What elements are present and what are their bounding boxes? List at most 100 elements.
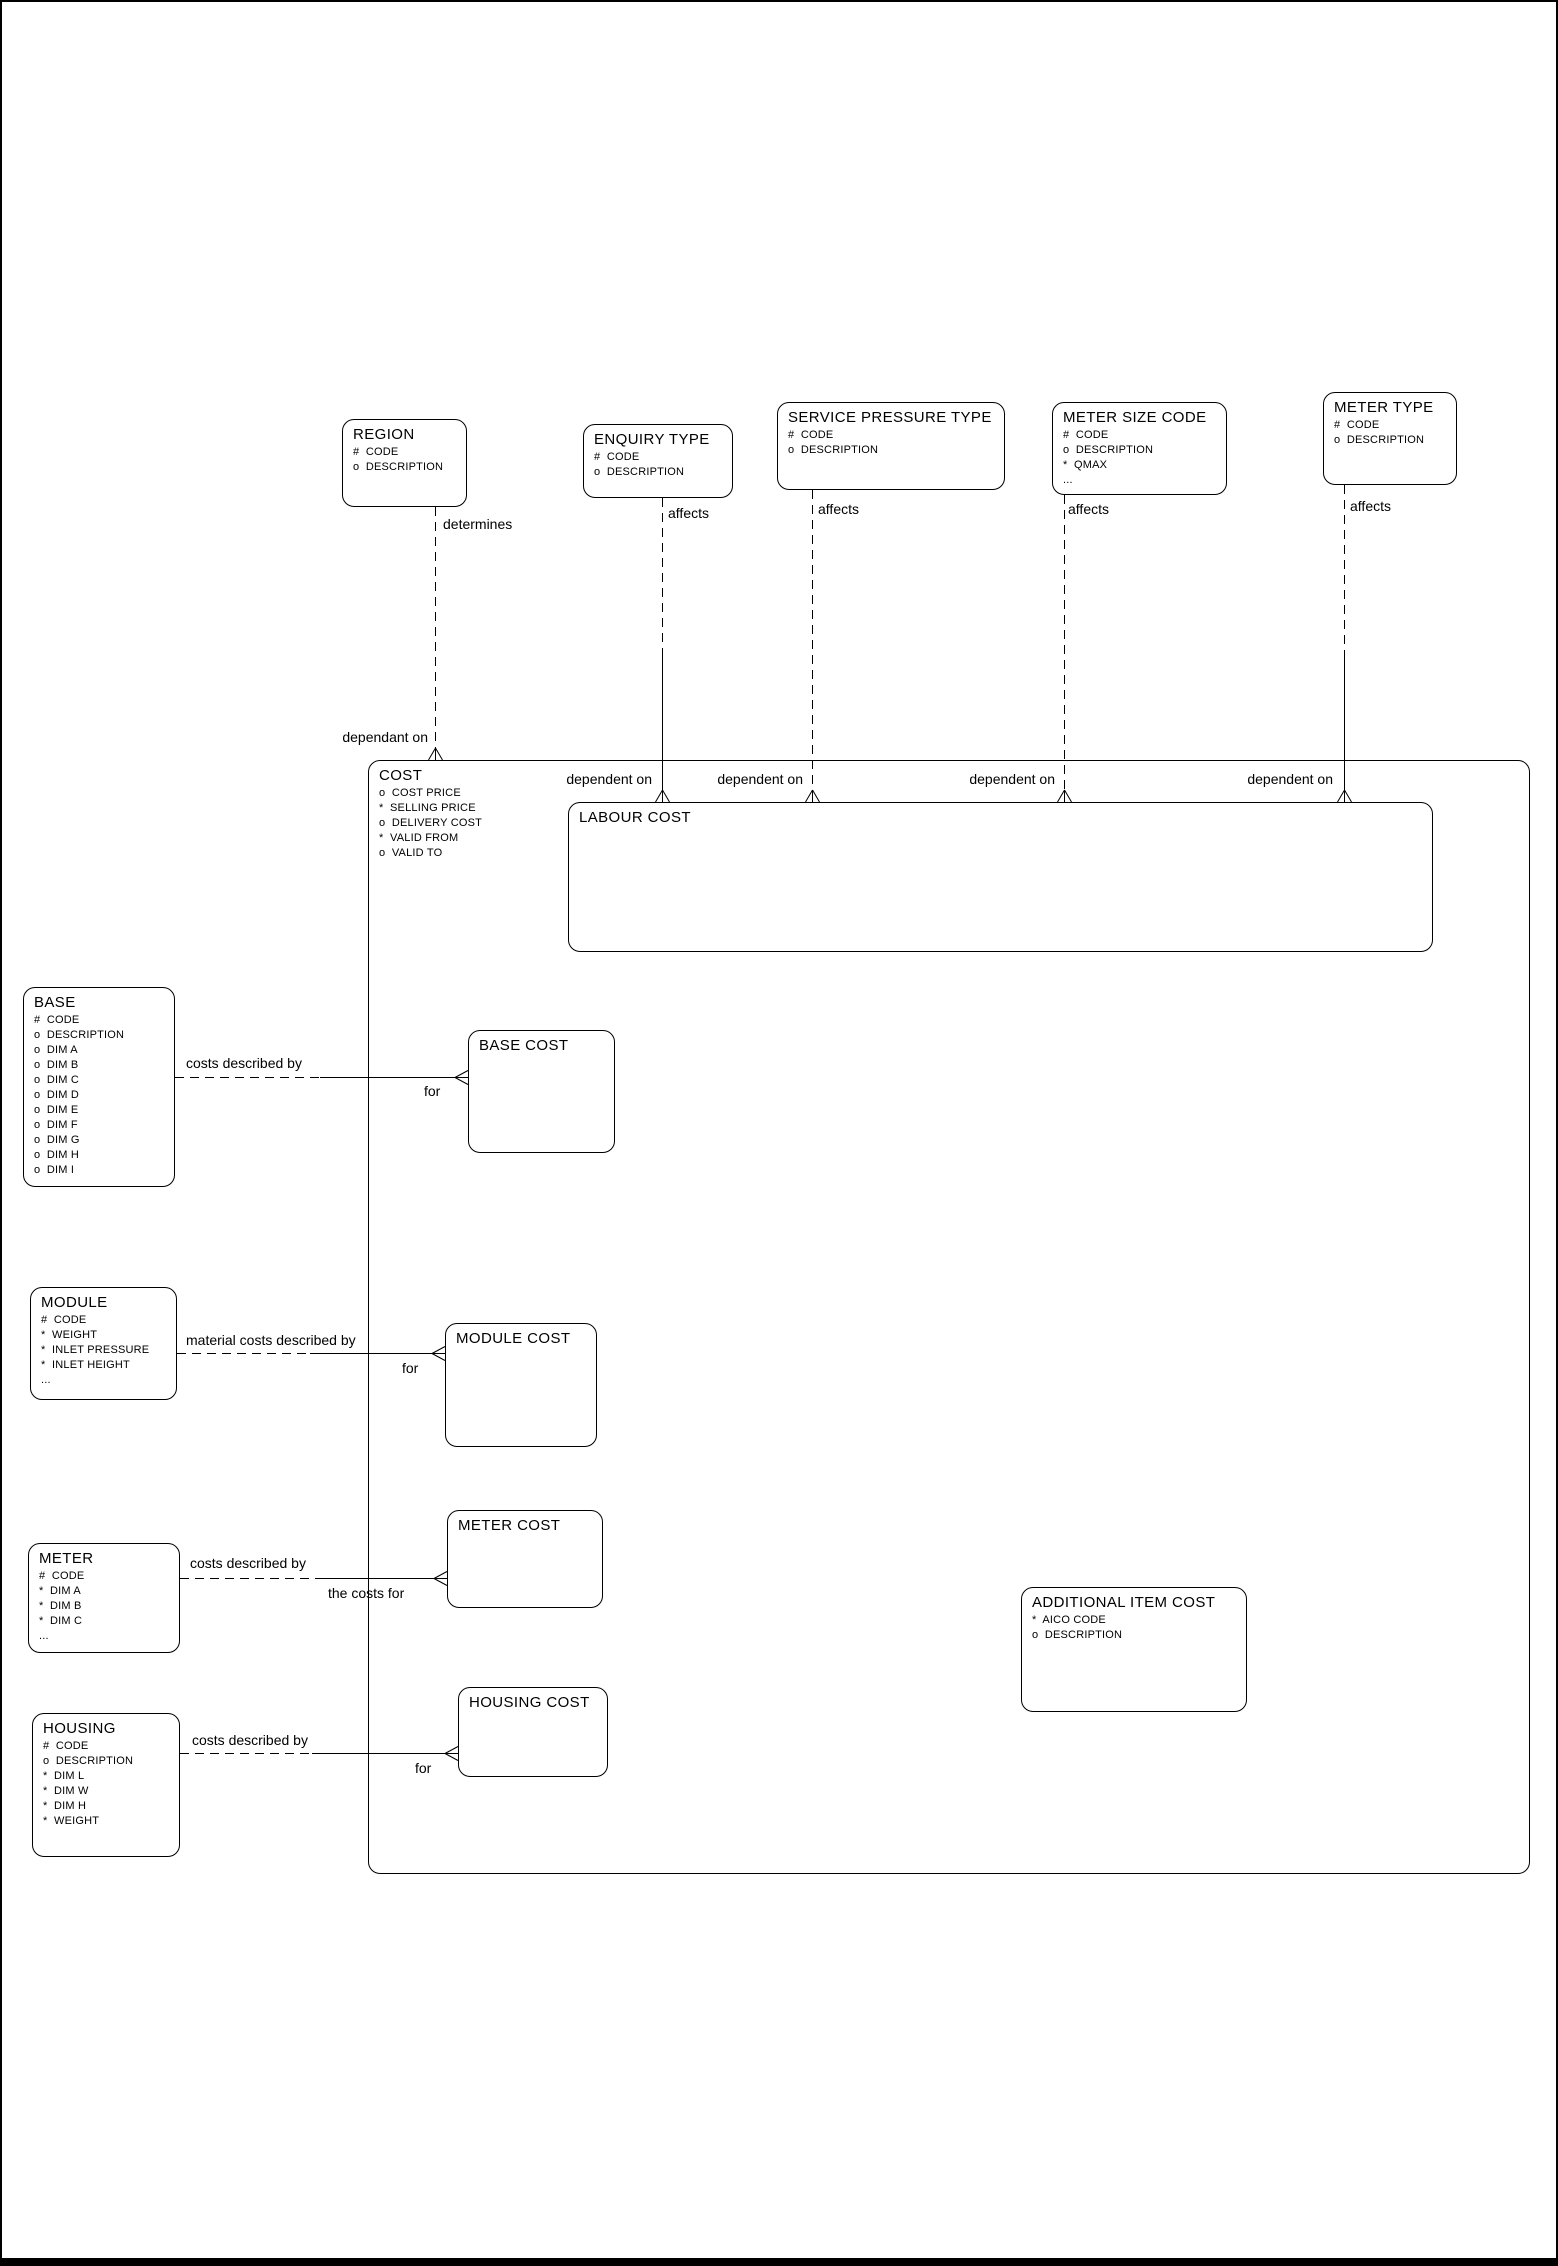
attribute-row: o DESCRIPTION <box>353 461 444 473</box>
relationship-metersize-labour-cost[interactable] <box>1057 495 1072 803</box>
relationship-label: for <box>424 1083 441 1099</box>
attribute-row: o DIM E <box>34 1104 79 1116</box>
entity-title: BASE <box>34 994 76 1011</box>
entity-title: METER TYPE <box>1334 399 1434 416</box>
entity-housing-cost[interactable]: HOUSING COST <box>458 1687 608 1777</box>
entity-meter-size-code[interactable]: METER SIZE CODE # CODE o DESCRIPTION * QMA… <box>1052 402 1227 495</box>
relationship-label: dependent on <box>566 771 652 787</box>
relationship-label: costs described by <box>192 1732 308 1748</box>
attribute-list: # CODE o DESCRIPTION <box>353 445 456 475</box>
attribute-list: # CODE o DESCRIPTION * QMAX... <box>1063 428 1216 488</box>
entity-region[interactable]: REGION # CODE o DESCRIPTION <box>342 419 467 507</box>
relationship-metertype-labour-cost[interactable] <box>1337 485 1352 803</box>
relationship-label: dependent on <box>969 771 1055 787</box>
attribute-row: # CODE <box>43 1740 89 1752</box>
entity-title: METER SIZE CODE <box>1063 409 1207 426</box>
attribute-row: # CODE <box>353 446 399 458</box>
attribute-row: * DIM H <box>43 1800 87 1812</box>
attribute-row: # CODE <box>41 1314 87 1326</box>
entity-title: MODULE <box>41 1294 108 1311</box>
attribute-row: * DIM L <box>43 1770 85 1782</box>
attribute-row: ... <box>39 1630 49 1642</box>
relationship-region-cost[interactable] <box>428 507 443 761</box>
attribute-list: # CODE * DIM A * DIM B * DIM C... <box>39 1569 169 1644</box>
attribute-row: # CODE <box>1063 429 1109 441</box>
entity-base-cost[interactable]: BASE COST <box>468 1030 615 1153</box>
attribute-row: * DIM B <box>39 1600 82 1612</box>
attribute-row: * DIM W <box>43 1785 89 1797</box>
crow-foot-icon <box>428 747 443 761</box>
attribute-row: * DIM A <box>39 1585 81 1597</box>
entity-title: ENQUIRY TYPE <box>594 431 710 448</box>
entity-labour-cost[interactable]: LABOUR COST <box>568 802 1433 952</box>
attribute-row: o DIM D <box>34 1089 79 1101</box>
attribute-row: o DIM F <box>34 1119 78 1131</box>
attribute-row: o DIM G <box>34 1134 80 1146</box>
attribute-row: o DESCRIPTION <box>788 444 879 456</box>
relationship-label: the costs for <box>328 1585 405 1601</box>
entity-title: METER <box>39 1550 94 1567</box>
relationship-label: affects <box>668 505 709 521</box>
relationship-label: affects <box>1068 501 1109 517</box>
attribute-row: # CODE <box>594 451 640 463</box>
entity-title: REGION <box>353 426 415 443</box>
attribute-list: o COST PRICE * SELLING PRICE o DELIVERY CO… <box>379 786 1519 861</box>
attribute-row: # CODE <box>1334 419 1380 431</box>
relationship-label: for <box>415 1760 432 1776</box>
entity-meter-cost[interactable]: METER COST <box>447 1510 603 1608</box>
entity-meter[interactable]: METER # CODE * DIM A * DIM B * DIM C... <box>28 1543 180 1653</box>
entity-service-pressure-type[interactable]: SERVICE PRESSURE TYPE # CODE o DESCRIPTIO… <box>777 402 1005 490</box>
relationship-label: costs described by <box>190 1555 306 1571</box>
attribute-list: # CODE* WEIGHT* INLET PRESSURE* INLET HE… <box>41 1313 166 1388</box>
entity-enquiry-type[interactable]: ENQUIRY TYPE # CODE o DESCRIPTION <box>583 424 733 498</box>
relationship-label: dependant on <box>342 729 428 745</box>
attribute-row: * SELLING PRICE <box>379 802 476 814</box>
attribute-row: * INLET PRESSURE <box>41 1344 150 1356</box>
entity-title: COST <box>379 767 423 784</box>
entity-title: BASE COST <box>479 1037 569 1054</box>
relationship-enquiry-labour-cost[interactable] <box>655 498 670 803</box>
attribute-row: * WEIGHT <box>43 1815 100 1827</box>
attribute-row: # CODE <box>788 429 834 441</box>
relationship-label: dependent on <box>1247 771 1333 787</box>
attribute-row: * DIM C <box>39 1615 83 1627</box>
entity-title: LABOUR COST <box>579 809 691 826</box>
attribute-list: # CODE o DESCRIPTION <box>594 450 722 480</box>
attribute-row: * AICO CODE <box>1032 1614 1106 1626</box>
attribute-row: ... <box>1063 474 1073 486</box>
entity-title: METER COST <box>458 1517 561 1534</box>
entity-title: ADDITIONAL ITEM COST <box>1032 1594 1216 1611</box>
relationship-label: affects <box>818 501 859 517</box>
relationship-service-labour-cost[interactable] <box>805 490 820 803</box>
relationship-label: costs described by <box>186 1055 302 1071</box>
attribute-row: * VALID FROM <box>379 832 459 844</box>
entity-title: SERVICE PRESSURE TYPE <box>788 409 992 426</box>
entity-title: HOUSING COST <box>469 1694 590 1711</box>
attribute-list: # CODE o DESCRIPTION <box>788 428 994 458</box>
attribute-row: o DIM H <box>34 1149 79 1161</box>
relationship-label: dependent on <box>717 771 803 787</box>
entity-meter-type[interactable]: METER TYPE # CODE o DESCRIPTION <box>1323 392 1457 485</box>
attribute-row: o DIM I <box>34 1164 75 1176</box>
attribute-row: o COST PRICE <box>379 787 461 799</box>
relationship-label: for <box>402 1360 419 1376</box>
attribute-row: o DESCRIPTION <box>1334 434 1425 446</box>
attribute-row: o DESCRIPTION <box>34 1029 125 1041</box>
entity-module-cost[interactable]: MODULE COST <box>445 1323 597 1447</box>
attribute-row: # CODE <box>39 1570 85 1582</box>
attribute-row: o DESCRIPTION <box>1063 444 1154 456</box>
attribute-row: o DELIVERY COST <box>379 817 483 829</box>
attribute-row: o VALID TO <box>379 847 443 859</box>
attribute-row: * QMAX <box>1063 459 1108 471</box>
attribute-row: o DESCRIPTION <box>594 466 685 478</box>
attribute-row: # CODE <box>34 1014 80 1026</box>
entity-module[interactable]: MODULE # CODE* WEIGHT* INLET PRESSURE* I… <box>30 1287 177 1400</box>
attribute-row: o DIM B <box>34 1059 79 1071</box>
